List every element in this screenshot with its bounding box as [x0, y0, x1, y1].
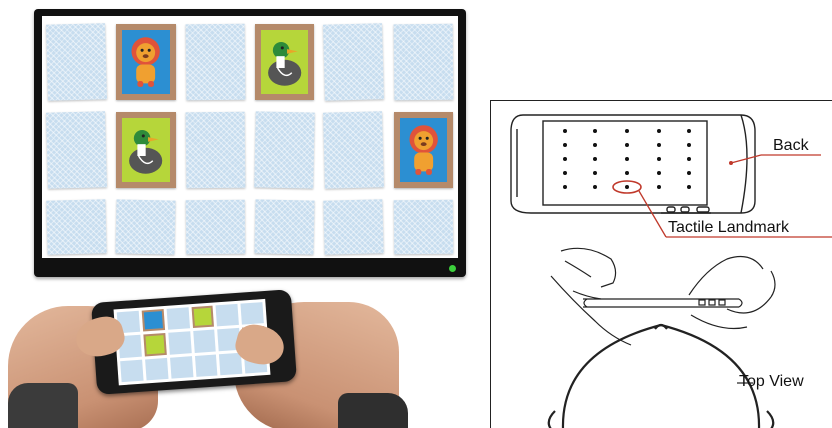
- memory-card-facedown[interactable]: [323, 23, 384, 101]
- label-top-view: Top View: [739, 373, 804, 391]
- memory-card-facedown[interactable]: [46, 111, 107, 189]
- tactile-landmark-diagram: Back Tactile Landmark Top View: [490, 100, 832, 428]
- braille-dot: [687, 185, 691, 189]
- lion-icon: [144, 311, 163, 330]
- phone-card-facedown[interactable]: [145, 358, 168, 381]
- braille-dot: [657, 157, 661, 161]
- braille-dot: [687, 143, 691, 147]
- phone-card-facedown[interactable]: [241, 302, 264, 325]
- phone-card-facedown[interactable]: [168, 332, 191, 355]
- memory-card-facedown[interactable]: [116, 200, 176, 255]
- duck-icon: [193, 308, 212, 327]
- phone-card-lion[interactable]: [142, 309, 165, 332]
- duck-icon: [261, 30, 308, 94]
- phone-card-facedown[interactable]: [216, 304, 239, 327]
- braille-dot: [593, 157, 597, 161]
- memory-card-duck[interactable]: [116, 112, 175, 188]
- memory-card-facedown[interactable]: [393, 200, 453, 254]
- memory-card-duck[interactable]: [255, 24, 314, 100]
- memory-card-facedown[interactable]: [393, 24, 453, 101]
- braille-dot: [563, 129, 567, 133]
- phone-back-illustration: [511, 115, 755, 213]
- right-sleeve: [338, 393, 408, 428]
- phone-card-duck[interactable]: [191, 306, 214, 329]
- memory-card-grid: [47, 24, 453, 254]
- phone-card-facedown[interactable]: [170, 356, 193, 379]
- memory-card-facedown[interactable]: [185, 112, 245, 189]
- braille-dot: [563, 185, 567, 189]
- memory-card-lion[interactable]: [394, 112, 453, 188]
- memory-card-facedown[interactable]: [46, 200, 107, 255]
- braille-dot: [657, 143, 661, 147]
- label-tactile-landmark: Tactile Landmark: [668, 219, 789, 237]
- tactile-leader-line: [639, 191, 666, 237]
- braille-dot: [657, 129, 661, 133]
- braille-dot: [657, 185, 661, 189]
- tv-power-led: [449, 265, 456, 272]
- memory-card-facedown[interactable]: [185, 200, 245, 254]
- braille-dot: [563, 171, 567, 175]
- braille-dot: [687, 171, 691, 175]
- braille-dot: [593, 129, 597, 133]
- braille-dot: [687, 129, 691, 133]
- memory-card-facedown[interactable]: [254, 200, 314, 255]
- memory-card-facedown[interactable]: [185, 24, 245, 101]
- phone-card-facedown[interactable]: [194, 354, 217, 377]
- tv-display: [34, 9, 466, 277]
- braille-dot: [593, 143, 597, 147]
- label-back: Back: [773, 137, 809, 155]
- hands-line-drawing: [551, 248, 775, 345]
- braille-dot: [625, 185, 629, 189]
- memory-card-facedown[interactable]: [254, 112, 315, 189]
- braille-dot: [593, 171, 597, 175]
- hands-holding-phone: [8, 288, 408, 428]
- tv-screen: [42, 16, 458, 258]
- duck-icon: [145, 335, 164, 354]
- dot-grid: [563, 129, 691, 189]
- braille-dot: [563, 143, 567, 147]
- memory-card-facedown[interactable]: [323, 111, 384, 189]
- memory-card-lion[interactable]: [116, 24, 175, 100]
- phone-card-duck[interactable]: [143, 333, 166, 356]
- duck-icon: [122, 118, 169, 182]
- memory-card-facedown[interactable]: [46, 23, 107, 101]
- lion-icon: [122, 30, 169, 94]
- braille-dot: [625, 129, 629, 133]
- back-leader-line: [731, 155, 761, 163]
- braille-dot: [625, 157, 629, 161]
- braille-dot: [687, 157, 691, 161]
- phone-card-facedown[interactable]: [120, 359, 143, 382]
- braille-dot: [625, 171, 629, 175]
- left-sleeve: [8, 383, 78, 428]
- memory-card-facedown[interactable]: [324, 200, 385, 255]
- lion-icon: [400, 118, 447, 182]
- phone-card-facedown[interactable]: [193, 330, 216, 353]
- braille-dot: [593, 185, 597, 189]
- braille-dot: [625, 143, 629, 147]
- phone-card-facedown[interactable]: [166, 307, 189, 330]
- braille-dot: [657, 171, 661, 175]
- braille-dot: [563, 157, 567, 161]
